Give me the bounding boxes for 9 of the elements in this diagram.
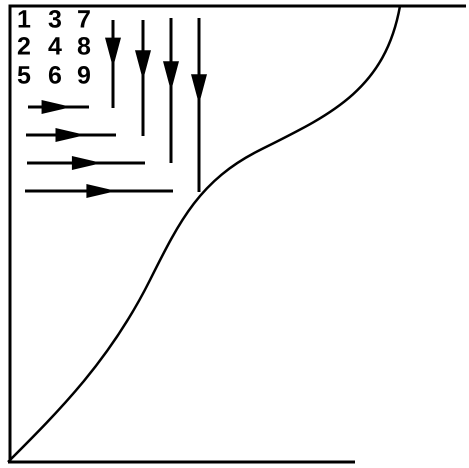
callout-number: 7 xyxy=(77,8,91,32)
callout-number: 6 xyxy=(48,64,62,88)
callout-number: 3 xyxy=(48,8,62,32)
callout-number: 4 xyxy=(48,34,62,60)
callout-number: 2 xyxy=(17,34,31,60)
callout-number: 9 xyxy=(77,64,91,88)
callout-number: 1 xyxy=(17,8,31,32)
callout-number: 5 xyxy=(17,64,31,88)
callout-number: 8 xyxy=(77,34,91,60)
